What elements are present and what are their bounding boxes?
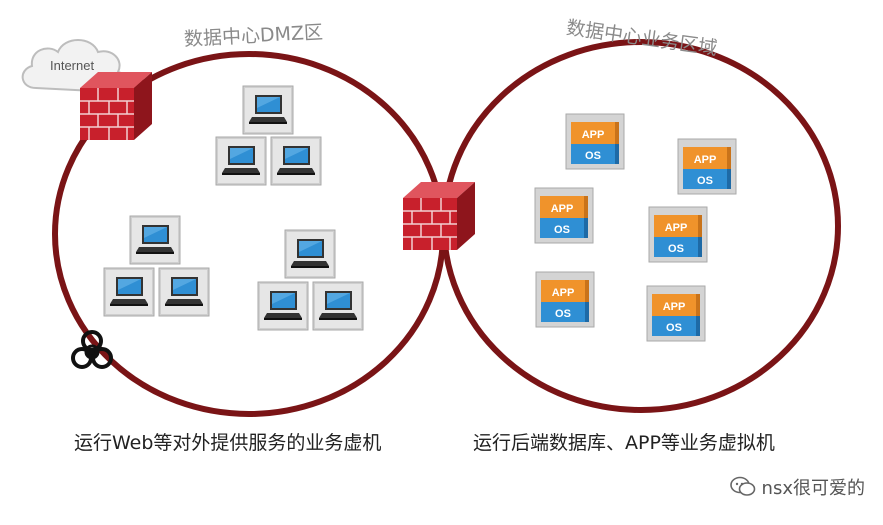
app-os-stack: APP OS	[646, 285, 706, 342]
dmz-caption: 运行Web等对外提供服务的业务虚机	[74, 432, 382, 454]
watermark: nsx很可爱的	[729, 474, 865, 500]
svg-text:OS: OS	[668, 243, 684, 255]
app-os-stack: APP OS	[648, 206, 708, 263]
biohazard-icon	[71, 330, 113, 369]
svg-text:OS: OS	[666, 322, 682, 334]
vm-monitor-icon	[312, 281, 364, 331]
app-os-stack: APP OS	[565, 113, 625, 170]
business-caption: 运行后端数据库、APP等业务虚拟机	[473, 432, 775, 454]
vm-monitor-icon	[284, 229, 336, 279]
svg-text:APP: APP	[582, 129, 605, 141]
internet-label: Internet	[50, 58, 94, 73]
svg-text:OS: OS	[554, 224, 570, 236]
dmz-zone-title: 数据中心DMZ区	[184, 21, 324, 50]
svg-text:OS: OS	[585, 150, 601, 162]
svg-text:OS: OS	[697, 175, 713, 187]
app-os-stack: APP OS	[535, 271, 595, 328]
business-zone-circle	[441, 39, 841, 413]
watermark-text: nsx很可爱的	[761, 478, 865, 499]
svg-text:OS: OS	[555, 308, 571, 320]
vm-monitor-icon	[103, 267, 155, 317]
svg-text:APP: APP	[665, 222, 688, 234]
vm-monitor-icon	[242, 85, 294, 135]
svg-text:APP: APP	[663, 301, 686, 313]
vm-monitor-icon	[215, 136, 267, 186]
vm-monitor-icon	[129, 215, 181, 265]
svg-text:APP: APP	[694, 154, 717, 166]
app-os-stack: APP OS	[534, 187, 594, 244]
svg-text:APP: APP	[551, 203, 574, 215]
vm-monitor-icon	[158, 267, 210, 317]
wechat-icon	[729, 476, 755, 496]
business-zone-title: 数据中心业务区域	[565, 17, 719, 60]
firewall-internal-icon	[402, 181, 476, 251]
vm-monitor-icon	[257, 281, 309, 331]
app-os-stack: APP OS	[677, 138, 737, 195]
vm-monitor-icon	[270, 136, 322, 186]
svg-text:APP: APP	[552, 287, 575, 299]
